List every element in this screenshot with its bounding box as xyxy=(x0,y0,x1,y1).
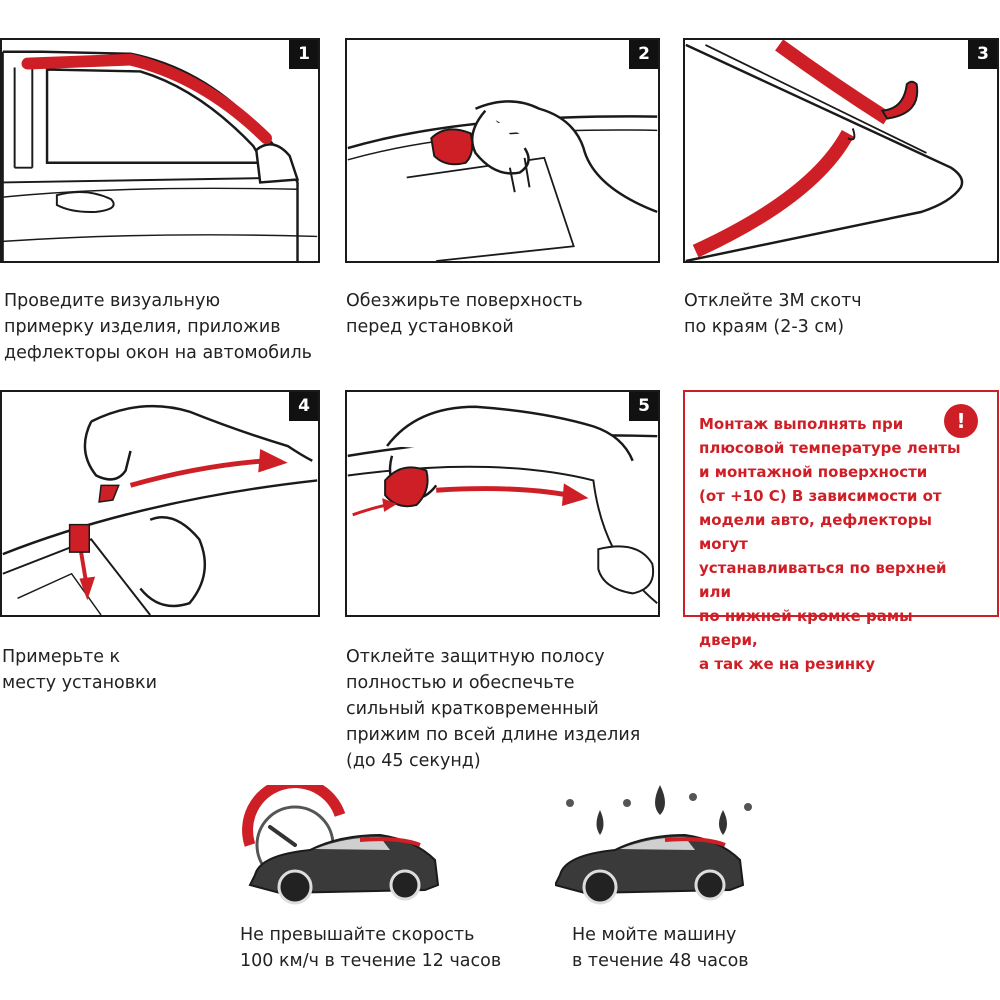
step-number-badge: 3 xyxy=(968,40,997,69)
warning-text: Монтаж выполнять при плюсовой температур… xyxy=(699,415,961,673)
fitting-illustration xyxy=(2,404,318,615)
step-1-caption: Проведите визуальную примерку изделия, п… xyxy=(4,291,312,363)
step-5-panel: 5 xyxy=(345,390,660,617)
step-number-badge: 1 xyxy=(289,40,318,69)
tip-2-caption: Не мойте машину в течение 48 часов xyxy=(572,925,749,971)
step-4-panel: 4 xyxy=(0,390,320,617)
car-door-illustration xyxy=(2,50,318,261)
step-number-badge: 2 xyxy=(629,40,658,69)
exclamation-icon: ! xyxy=(944,404,978,438)
step-1-panel: 1 xyxy=(0,38,320,263)
step-2-caption: Обезжирьте поверхность перед установкой xyxy=(346,291,583,337)
step-number-badge: 5 xyxy=(629,392,658,421)
tip-1-caption: Не превышайте скорость 100 км/ч в течени… xyxy=(240,925,502,971)
step-3-panel: 3 xyxy=(683,38,999,263)
step-2-panel: 2 xyxy=(345,38,660,263)
step-4-caption: Примерьте к месту установки xyxy=(2,647,158,693)
tape-peel-illustration xyxy=(685,40,964,261)
step-number-badge: 4 xyxy=(289,392,318,421)
rain-car-icon xyxy=(555,785,752,905)
step-5-caption: Отклейте защитную полосу полностью и обе… xyxy=(346,647,641,771)
warning-box: ! Монтаж выполнять при плюсовой температ… xyxy=(683,390,999,673)
press-illustration xyxy=(347,405,658,604)
speedometer-car-icon xyxy=(242,785,440,905)
step-3-caption: Отклейте 3М скотч по краям (2-3 см) xyxy=(684,291,862,337)
degrease-illustration xyxy=(347,100,658,261)
